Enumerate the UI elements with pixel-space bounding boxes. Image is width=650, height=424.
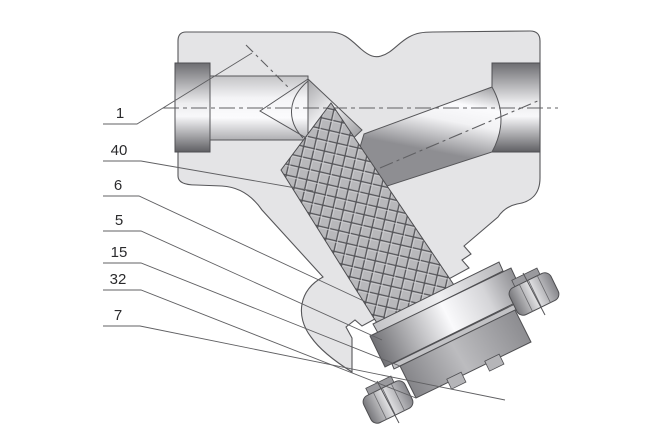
callout-leader-5 [103, 230, 383, 341]
callout-leader-15 [103, 262, 401, 367]
callout-label-5: 5 [115, 212, 123, 229]
callout-leaders [103, 52, 506, 401]
cap-nub [446, 371, 467, 390]
callout-label-40: 40 [111, 142, 128, 159]
cap-nub [484, 353, 505, 372]
branch-centerline [245, 44, 291, 90]
callout-leader-6 [103, 195, 367, 303]
intersection-arc [291, 80, 309, 139]
callout-leader-32 [103, 289, 417, 399]
callout-label-32: 32 [110, 271, 127, 288]
cap [399, 309, 532, 399]
callout-leader-40 [103, 160, 314, 192]
bolt-pin-right [522, 272, 546, 316]
outlet-pipe [343, 86, 502, 201]
callout-leader-7 [103, 325, 506, 401]
bore-intersection-cone [259, 78, 309, 140]
callout-leader-1 [103, 52, 253, 125]
callout-label-6: 6 [114, 177, 122, 194]
bolt-pin-left [376, 380, 400, 424]
callout-label-15: 15 [111, 244, 128, 261]
callout-label-1: 1 [116, 105, 124, 122]
callout-label-7: 7 [114, 307, 122, 324]
seat-plate [372, 261, 504, 334]
outlet-centerline [379, 99, 541, 169]
